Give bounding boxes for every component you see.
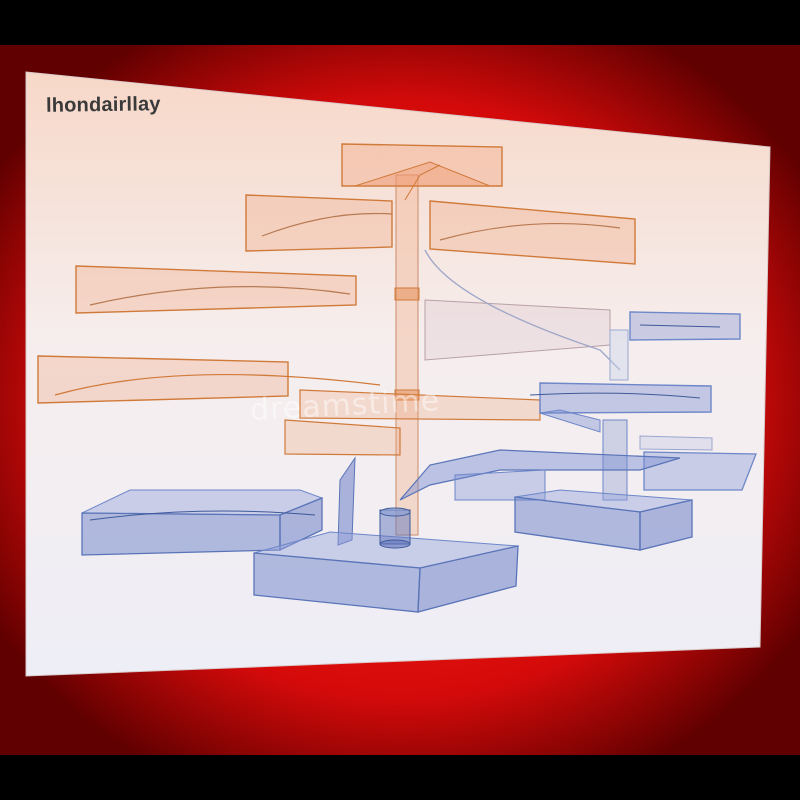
tier-2-left (245, 194, 393, 252)
blue-ribbon (399, 449, 681, 501)
right-mid-box (539, 382, 712, 414)
tier-4-center (299, 389, 541, 421)
tier-5-center (284, 419, 401, 456)
right-column (602, 419, 628, 501)
center-base-side (417, 545, 519, 613)
tier-3-left (75, 265, 357, 314)
central-column (395, 174, 419, 536)
left-platform-front (81, 512, 281, 556)
right-base-box-side (639, 499, 693, 551)
tier-2-right (429, 200, 636, 265)
board-title: lhondairllay (45, 93, 161, 117)
divider-fin (337, 456, 356, 546)
tier-4-left (37, 355, 289, 404)
right-small-box (643, 451, 757, 491)
